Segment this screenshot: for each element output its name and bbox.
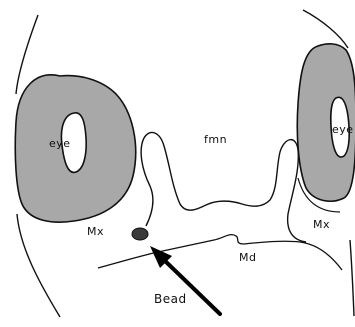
eye-left-shape [15, 75, 135, 222]
bead-label: Bead [154, 293, 187, 305]
fmn-label: fmn [204, 134, 227, 145]
mandibular-process-outline [98, 235, 342, 270]
mx-label-left: Mx [87, 226, 104, 237]
eye-label-right: eye [332, 124, 354, 135]
bead-marker [132, 228, 148, 240]
md-label: Md [239, 252, 256, 263]
frontonasal-process-outline [141, 132, 306, 242]
mx-label-right: Mx [313, 219, 330, 230]
eye-label-left: eye [49, 138, 71, 149]
